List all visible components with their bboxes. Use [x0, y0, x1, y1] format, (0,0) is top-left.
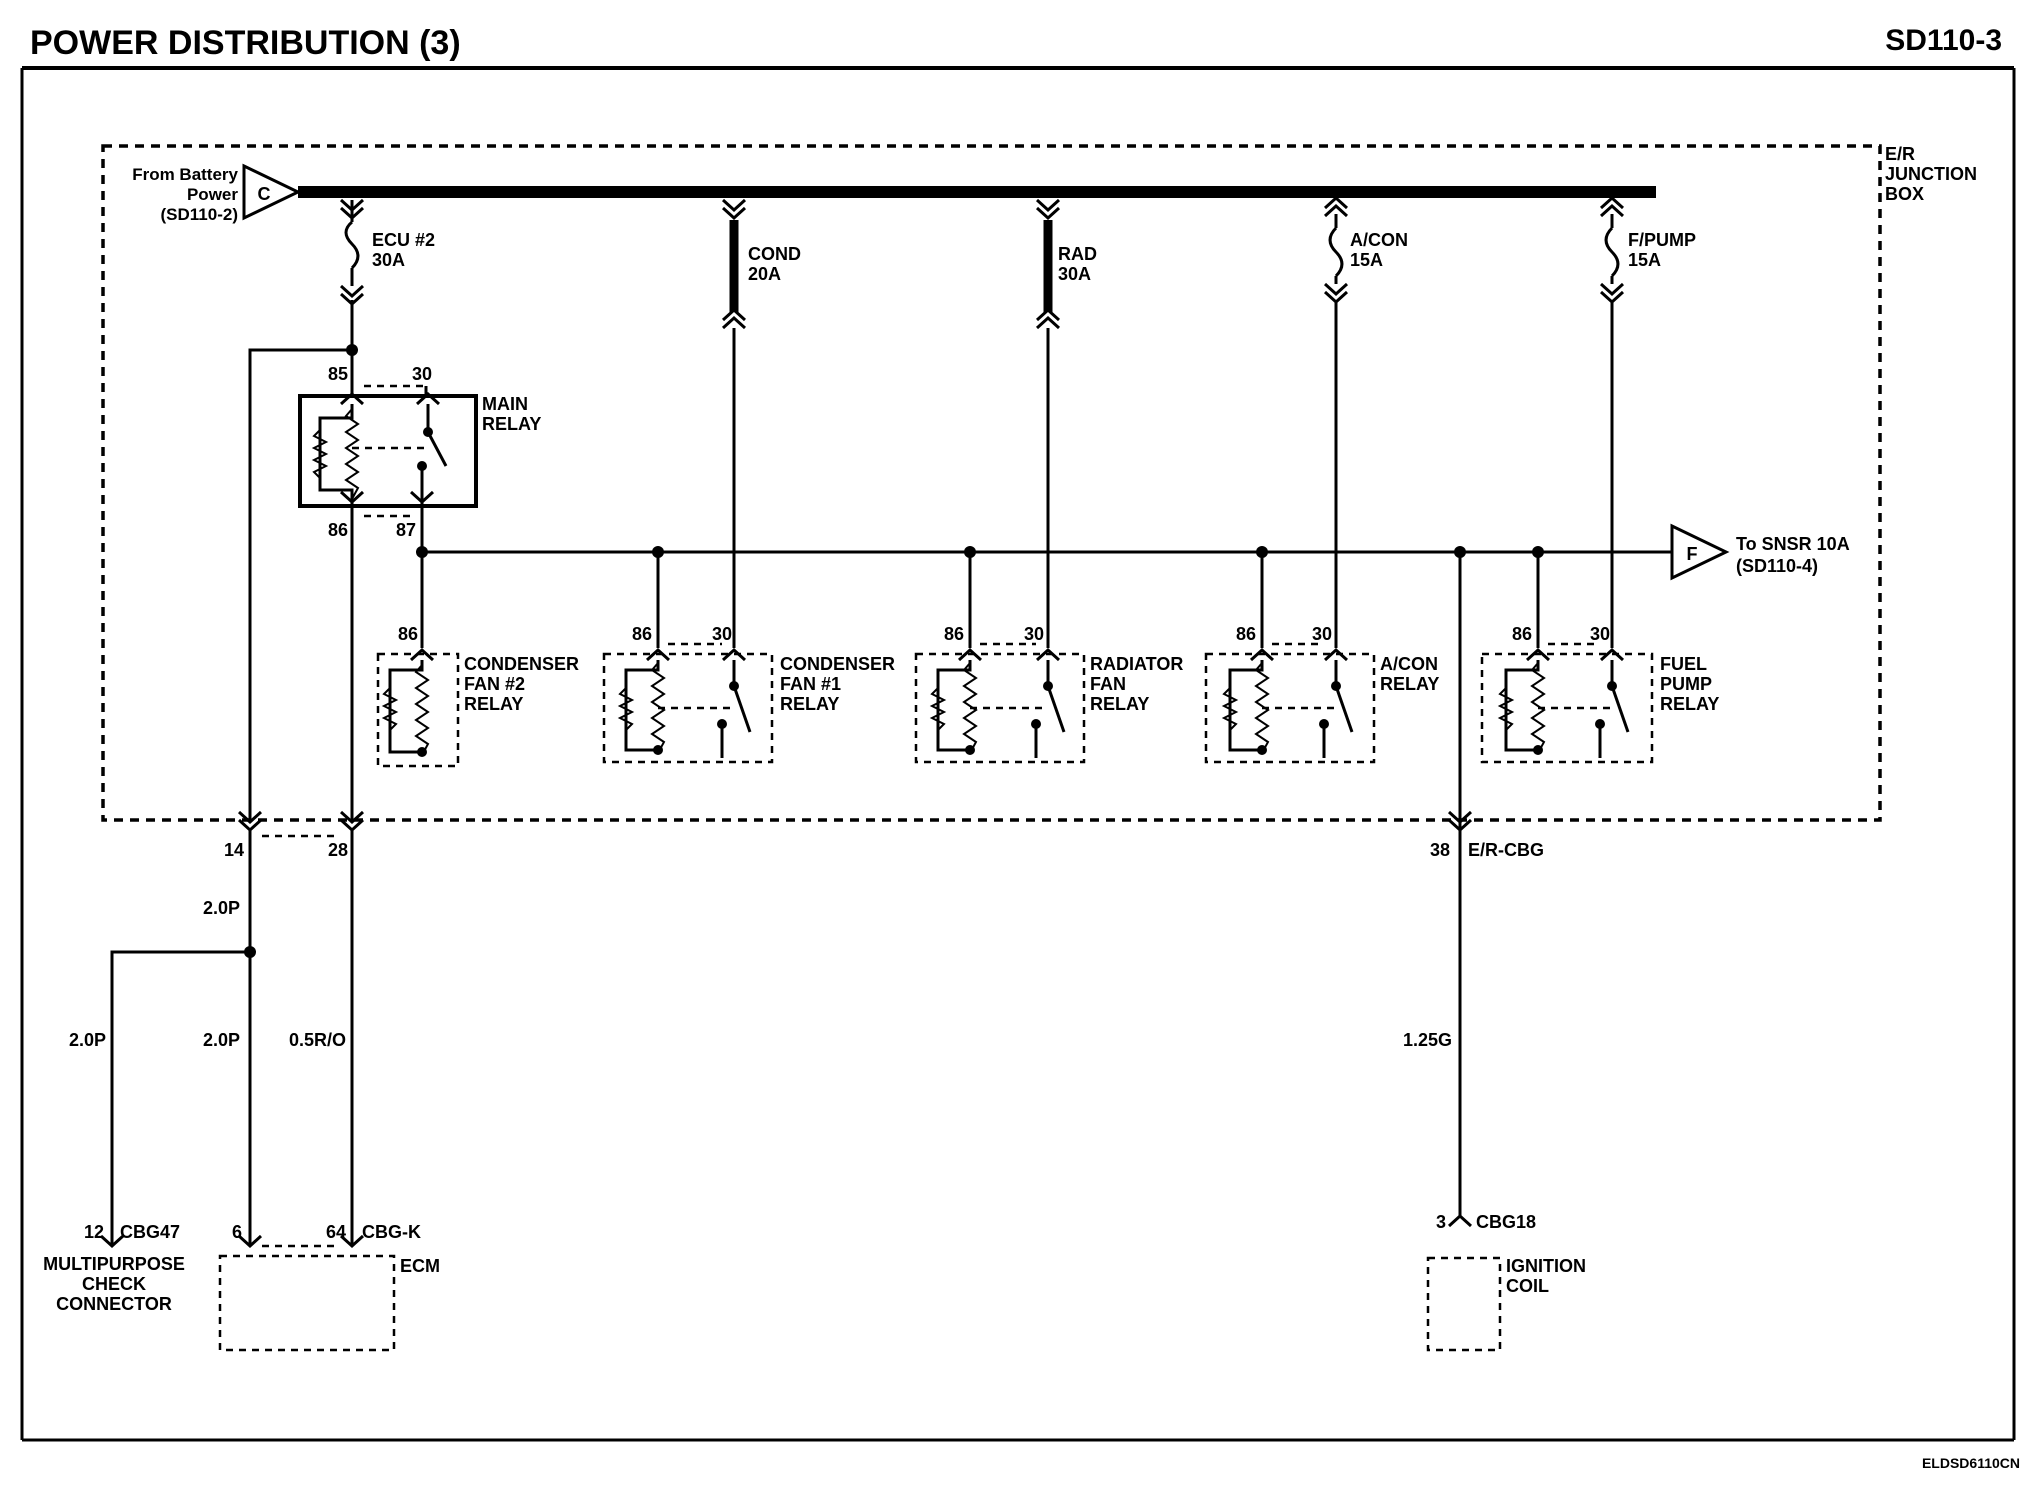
relay-acon: 86 30 A/CON RELAY [1204, 302, 1439, 764]
relay1-label-3: RELAY [464, 694, 523, 714]
relay2-pin-86: 86 [632, 624, 652, 644]
connector-pin-28: 28 [328, 840, 348, 860]
page-code: SD110-3 [1885, 24, 2002, 57]
ignition-label-1: IGNITION [1506, 1256, 1586, 1276]
lower-wiring: 2.0P 2.0P 2.0P 0.5R/O 1.25G [69, 830, 1452, 1244]
wire-label-1: 2.0P [203, 898, 240, 918]
relay3-label-1: RADIATOR [1090, 654, 1183, 674]
connector-pin-14: 14 [224, 840, 244, 860]
ignition-coil: 3 CBG18 IGNITION COIL [1426, 1212, 1586, 1352]
ecm-pin-a: 6 [232, 1222, 242, 1242]
fuse-acon-name: A/CON [1350, 230, 1408, 250]
connector-er-cbg: E/R-CBG [1468, 840, 1544, 860]
fuse-acon-rating: 15A [1350, 250, 1383, 270]
snsr-label-2: (SD110-4) [1736, 556, 1818, 576]
relay3-pin-30: 30 [1024, 624, 1044, 644]
relay5-label-2: PUMP [1660, 674, 1712, 694]
relay5-label-3: RELAY [1660, 694, 1719, 714]
snsr-label-1: To SNSR 10A [1736, 534, 1850, 554]
battery-label-1: From Battery [132, 165, 238, 184]
ecm-connector: CBG-K [362, 1222, 421, 1242]
ecm-pin-b: 64 [326, 1222, 346, 1242]
relay4-label-1: A/CON [1380, 654, 1438, 674]
ignition-pin: 3 [1436, 1212, 1446, 1232]
relay-condenser-fan-1: 86 30 CONDENSER FAN #1 RELAY [602, 328, 895, 764]
fuse-ecu2: ECU #2 30A [339, 198, 435, 307]
wire-label-2: 2.0P [69, 1030, 106, 1050]
relay4-label-2: RELAY [1380, 674, 1439, 694]
junction-box-label-1: E/R [1885, 144, 1915, 164]
relay5-label-1: FUEL [1660, 654, 1707, 674]
battery-input: From Battery Power (SD110-2) C [132, 163, 302, 224]
fuse-rad: RAD 30A [1035, 198, 1097, 330]
wire-label-5: 1.25G [1403, 1030, 1452, 1050]
wire-label-4: 0.5R/O [289, 1030, 346, 1050]
mpc-label-2: CHECK [82, 1274, 146, 1294]
relay2-pin-30: 30 [712, 624, 732, 644]
relay4-pin-30: 30 [1312, 624, 1332, 644]
battery-label-3: (SD110-2) [161, 205, 238, 224]
relay-fuel-pump: 86 30 FUEL PUMP RELAY [1480, 302, 1719, 764]
relay3-label-3: RELAY [1090, 694, 1149, 714]
battery-letter: C [258, 184, 271, 204]
header: POWER DISTRIBUTION (3) SD110-3 [22, 24, 2014, 70]
relay1-label-1: CONDENSER [464, 654, 579, 674]
relay1-pin-86: 86 [398, 624, 418, 644]
relay2-label-1: CONDENSER [780, 654, 895, 674]
snsr-connector-icon [1670, 523, 1730, 581]
main-relay-pin-86: 86 [328, 520, 348, 540]
main-relay-label-1: MAIN [482, 394, 528, 414]
junction-box: E/R JUNCTION BOX [101, 144, 1977, 822]
battery-label-2: Power [187, 185, 238, 204]
battery-connector-icon [242, 163, 302, 221]
fuse-rad-rating: 30A [1058, 264, 1091, 284]
ecm: 6 64 CBG-K ECM [218, 1222, 440, 1352]
relay4-pin-86: 86 [1236, 624, 1256, 644]
relay3-label-2: FAN [1090, 674, 1126, 694]
relay-radiator-fan: 86 30 RADIATOR FAN RELAY [914, 328, 1183, 764]
mpc-label-3: CONNECTOR [56, 1294, 172, 1314]
connector-pin-38: 38 [1430, 840, 1450, 860]
snsr-letter: F [1687, 544, 1698, 564]
fuse-cond-rating: 20A [748, 264, 781, 284]
main-relay-pin-87: 87 [396, 520, 416, 540]
mpc-connector: CBG47 [120, 1222, 180, 1242]
ignition-label-2: COIL [1506, 1276, 1549, 1296]
main-relay-label-2: RELAY [482, 414, 541, 434]
wire-label-3: 2.0P [203, 1030, 240, 1050]
ignition-connector: CBG18 [1476, 1212, 1536, 1232]
relay5-pin-30: 30 [1590, 624, 1610, 644]
main-relay-pin-30: 30 [412, 364, 432, 384]
jb-bottom-connectors: 14 28 38 E/R-CBG [224, 810, 1544, 860]
relay2-label-2: FAN #1 [780, 674, 841, 694]
relay3-pin-86: 86 [944, 624, 964, 644]
fuse-acon: A/CON 15A [1323, 195, 1408, 305]
fuse-fpump: F/PUMP 15A [1599, 195, 1696, 305]
relay2-label-3: RELAY [780, 694, 839, 714]
fuse-cond-name: COND [748, 244, 801, 264]
fuse-ecu2-name: ECU #2 [372, 230, 435, 250]
snsr-output: F To SNSR 10A (SD110-4) [1670, 523, 1850, 581]
junction-box-label-2: JUNCTION [1885, 164, 1977, 184]
main-relay: 85 30 86 87 MAIN RELAY [248, 344, 541, 820]
outer-frame [20, 68, 2016, 1442]
fuse-fpump-rating: 15A [1628, 250, 1661, 270]
relay5-pin-86: 86 [1512, 624, 1532, 644]
relay-condenser-fan-2: 86 CONDENSER FAN #2 RELAY [376, 552, 579, 768]
page-title: POWER DISTRIBUTION (3) [30, 24, 461, 62]
ecm-label: ECM [400, 1256, 440, 1276]
mpc-label-1: MULTIPURPOSE [43, 1254, 185, 1274]
fuse-rad-name: RAD [1058, 244, 1097, 264]
relay1-label-2: FAN #2 [464, 674, 525, 694]
footer-code: ELDSD6110CN [1922, 1455, 2020, 1471]
multipurpose-check-connector: 12 CBG47 MULTIPURPOSE CHECK CONNECTOR [43, 1222, 185, 1314]
fuse-ecu2-rating: 30A [372, 250, 405, 270]
mpc-pin: 12 [84, 1222, 104, 1242]
fuse-fpump-name: F/PUMP [1628, 230, 1696, 250]
junction-box-label-3: BOX [1885, 184, 1924, 204]
fuse-cond: COND 20A [721, 198, 801, 330]
main-relay-pin-85: 85 [328, 364, 348, 384]
